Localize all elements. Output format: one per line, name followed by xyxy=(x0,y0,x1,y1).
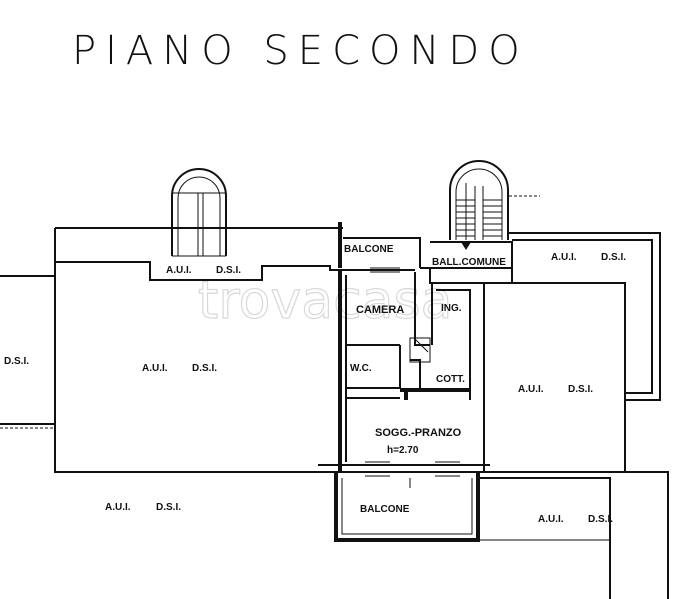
label-aui-bottom-left: A.U.I. xyxy=(105,502,131,513)
label-ball-comune: BALL.COMUNE xyxy=(432,257,506,268)
label-camera: CAMERA xyxy=(356,304,404,316)
label-aui-top-right: A.U.I. xyxy=(551,252,577,263)
label-dsi-top-left: D.S.I. xyxy=(216,265,241,276)
room-labels: BALCONE BALL.COMUNE CAMERA ING. W.C. COT… xyxy=(4,244,626,525)
label-balcone-bottom: BALCONE xyxy=(360,504,410,515)
label-aui-bottom-right: A.U.I. xyxy=(538,514,564,525)
label-sogg-pranzo: SOGG.-PRANZO xyxy=(375,427,462,439)
label-aui-left: A.U.I. xyxy=(142,363,168,374)
label-dsi-bottom-left: D.S.I. xyxy=(156,502,181,513)
label-aui-top-left: A.U.I. xyxy=(166,265,192,276)
label-cott: COTT. xyxy=(436,374,465,385)
label-dsi-bottom-right: D.S.I. xyxy=(588,514,613,525)
label-dsi-left: D.S.I. xyxy=(192,363,217,374)
label-balcone-top: BALCONE xyxy=(344,244,394,255)
label-wc: W.C. xyxy=(350,363,372,374)
label-dsi-far-left: D.S.I. xyxy=(4,356,29,367)
label-ing: ING. xyxy=(441,303,462,314)
building-outline xyxy=(0,160,669,599)
label-dsi-right: D.S.I. xyxy=(568,384,593,395)
label-aui-right: A.U.I. xyxy=(518,384,544,395)
plan-title: PIANO SECONDO xyxy=(72,28,529,74)
label-height: h=2.70 xyxy=(387,445,419,456)
stair-arrow-icon xyxy=(461,242,471,250)
label-dsi-top-right: D.S.I. xyxy=(601,252,626,263)
stair-treads xyxy=(456,183,502,240)
